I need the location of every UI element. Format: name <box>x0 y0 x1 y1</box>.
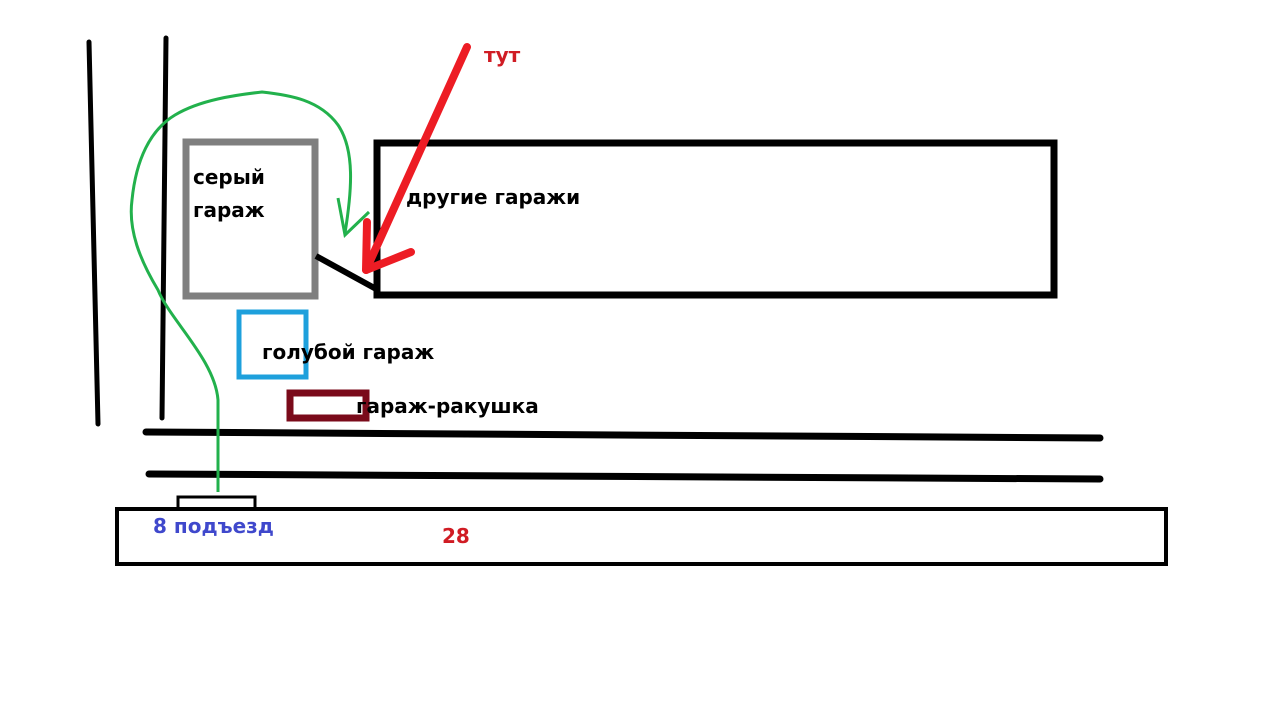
other-garages-block <box>373 139 1058 299</box>
gray-garage <box>182 138 319 300</box>
left-wall-line <box>86 39 101 427</box>
gray-garage-label: серый <box>193 165 265 189</box>
building-28 <box>115 507 1168 566</box>
gate-line <box>314 253 380 293</box>
pointer-arrow-shaft <box>362 43 471 274</box>
shell-garage <box>286 389 370 422</box>
road-line-bottom <box>145 470 1104 483</box>
entrance-label: 8 подъезд <box>153 514 274 538</box>
road-line-top <box>142 428 1104 442</box>
other-garages-label: другие гаражи <box>406 185 580 209</box>
blue-garage <box>236 309 309 380</box>
route-path <box>129 90 353 492</box>
route-arrowhead <box>336 197 371 238</box>
here-label: тут <box>484 43 521 67</box>
left-wall-line-2 <box>159 35 169 421</box>
shell-garage-label: гараж-ракушка <box>356 394 539 418</box>
building-number-label: 28 <box>442 524 470 548</box>
blue-garage-label: голубой гараж <box>262 340 434 364</box>
pointer-arrow-head <box>362 218 415 274</box>
gray-garage-label-2: гараж <box>193 198 265 222</box>
